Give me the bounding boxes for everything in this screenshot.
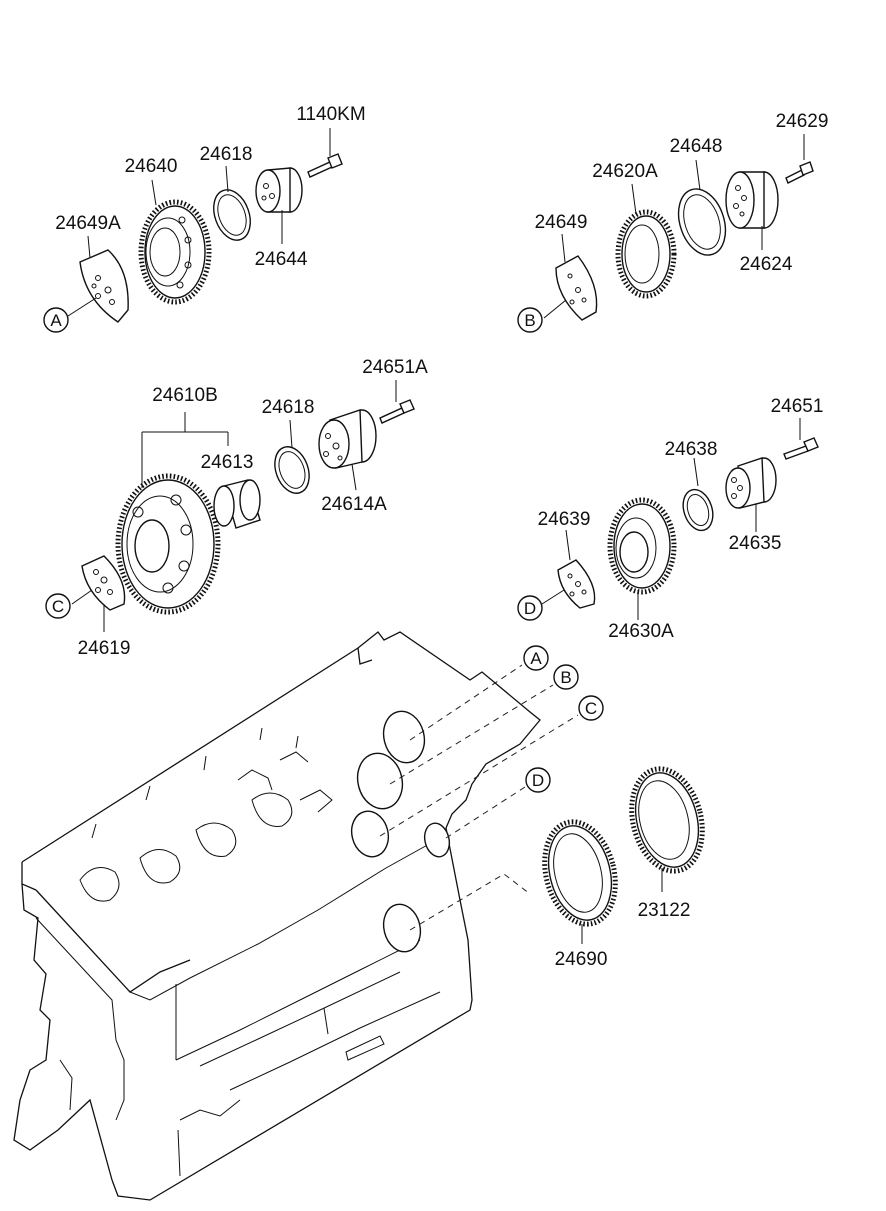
gear-24630a[interactable] <box>607 497 677 595</box>
port-c[interactable] <box>347 807 393 860</box>
label-24651a[interactable]: 24651A <box>362 357 428 378</box>
ref-c-mid-label: C <box>52 597 64 616</box>
ref-line-c <box>379 714 579 837</box>
label-24648[interactable]: 24648 <box>670 136 723 157</box>
ref-b-top-label: B <box>524 311 535 330</box>
label-24638[interactable]: 24638 <box>665 439 718 460</box>
port-b[interactable] <box>352 749 408 814</box>
label-24639[interactable]: 24639 <box>538 509 591 530</box>
ref-c-block-label: C <box>585 699 597 718</box>
port-a[interactable] <box>378 707 429 767</box>
label-24624[interactable]: 24624 <box>740 254 793 275</box>
label-1140km[interactable]: 1140KM <box>296 104 365 125</box>
ring-24638[interactable] <box>678 486 718 535</box>
label-24618-top[interactable]: 24618 <box>200 144 253 165</box>
ref-line-d <box>445 786 526 839</box>
label-24640[interactable]: 24640 <box>125 156 178 177</box>
port-main[interactable] <box>379 900 426 955</box>
gear-24690[interactable] <box>534 814 625 931</box>
ref-line-b <box>389 684 554 785</box>
bushing-24613[interactable] <box>213 479 261 529</box>
plate-24649[interactable] <box>555 255 598 321</box>
gear-24620a[interactable] <box>615 209 677 299</box>
label-24644[interactable]: 24644 <box>255 249 308 270</box>
hub-24614a[interactable] <box>318 409 377 469</box>
group-b <box>543 134 814 321</box>
ref-circle-c-mid: C <box>45 593 71 619</box>
label-24619[interactable]: 24619 <box>78 638 131 659</box>
bolt-24651[interactable] <box>783 437 819 460</box>
ref-line-main <box>409 873 531 931</box>
label-24649a[interactable]: 24649A <box>55 213 121 234</box>
label-24635[interactable]: 24635 <box>729 533 782 554</box>
ring-24618-top[interactable] <box>207 185 257 245</box>
label-23122[interactable]: 23122 <box>638 900 691 921</box>
hub-24624[interactable] <box>725 171 779 229</box>
ref-circle-b-top: B <box>517 307 543 333</box>
plate-24649a[interactable] <box>79 249 129 323</box>
hub-24644[interactable] <box>255 167 303 213</box>
ref-circle-a-top: A <box>43 307 69 333</box>
plate-24619[interactable] <box>81 555 126 611</box>
ref-circle-d-mid: D <box>517 595 543 621</box>
ref-d-mid-label: D <box>524 599 536 618</box>
label-24614a[interactable]: 24614A <box>321 494 387 515</box>
group-a <box>67 128 343 323</box>
plate-24639[interactable] <box>557 559 596 609</box>
ref-circle-a-block: A <box>523 645 549 671</box>
bolt-24651a[interactable] <box>379 399 415 424</box>
ref-line-a <box>409 664 523 741</box>
bolt-1140km[interactable] <box>307 153 343 178</box>
label-24690[interactable]: 24690 <box>555 949 608 970</box>
ref-circle-d-block: D <box>525 767 551 793</box>
ref-circle-c-block: C <box>578 695 604 721</box>
engine-block <box>13 631 541 1201</box>
ref-a-top-label: A <box>50 311 62 330</box>
port-d[interactable] <box>421 821 453 860</box>
ref-circle-b-block: B <box>553 664 579 690</box>
label-24610b[interactable]: 24610B <box>152 385 218 406</box>
label-24649[interactable]: 24649 <box>535 212 588 233</box>
hub-24635[interactable] <box>725 457 777 509</box>
group-c <box>71 380 415 632</box>
bolt-24629[interactable] <box>785 161 814 184</box>
ring-24648[interactable] <box>671 183 734 261</box>
ref-d-block-label: D <box>532 771 544 790</box>
gear-23122[interactable] <box>621 761 712 878</box>
label-24618-mid[interactable]: 24618 <box>262 397 315 418</box>
gear-24640[interactable] <box>138 199 212 305</box>
label-24613[interactable]: 24613 <box>201 452 254 473</box>
group-d <box>541 418 819 620</box>
label-24651[interactable]: 24651 <box>771 396 824 417</box>
label-24630a[interactable]: 24630A <box>608 621 674 642</box>
ring-24618-mid[interactable] <box>269 442 315 498</box>
ref-b-block-label: B <box>560 668 571 687</box>
gear-24610b[interactable] <box>115 473 221 615</box>
label-24629[interactable]: 24629 <box>776 111 829 132</box>
label-24620a[interactable]: 24620A <box>592 161 658 182</box>
ref-a-block-label: A <box>530 649 542 668</box>
